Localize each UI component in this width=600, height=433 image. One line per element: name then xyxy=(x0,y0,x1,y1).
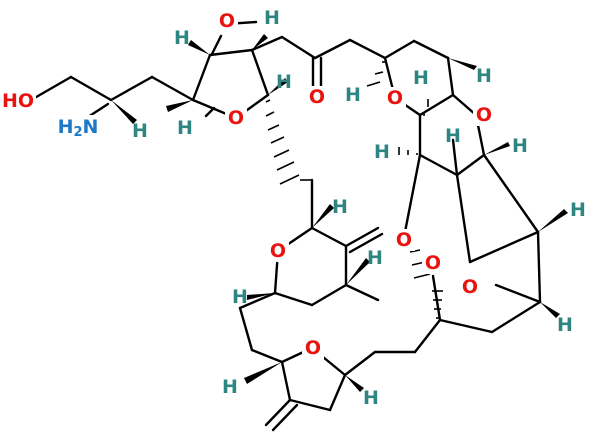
oxygen-atom-bridge-left: O xyxy=(396,229,412,251)
hydrogen-atom: H xyxy=(476,65,492,87)
hydrogen-atom: H xyxy=(557,314,573,336)
hydrogen-atom: H xyxy=(374,141,390,163)
oxygen-atom-ring-b: O xyxy=(476,104,492,126)
amino-subscript: 2 xyxy=(73,125,82,140)
hydrogen-atom: H xyxy=(512,135,528,157)
hydrogen-atom: H xyxy=(264,7,280,29)
amino-group: H2N xyxy=(58,116,99,140)
hydrogen-atom: H xyxy=(174,27,190,49)
hydrogen-atom: H xyxy=(132,120,148,142)
oxygen-atom-thf-top: O xyxy=(228,107,244,129)
amino-n: N xyxy=(83,116,99,138)
oxygen-atom-cage: O xyxy=(462,276,478,298)
hydrogen-atom: H xyxy=(332,196,348,218)
hydrogen-atom: H xyxy=(222,376,238,398)
hydrogen-atom: H xyxy=(363,387,379,409)
hashed-bonds xyxy=(265,61,443,319)
oxygen-atom-ring-a: O xyxy=(387,87,403,109)
hydrogen-atom: H xyxy=(413,67,429,89)
hydroxyl-group: HO xyxy=(2,90,34,112)
hydrogen-atom: H xyxy=(276,71,292,93)
oxygen-atom-pyran: O xyxy=(270,240,286,262)
wedge-bonds xyxy=(111,34,568,392)
hydrogen-atom: H xyxy=(232,286,248,308)
hydrogen-atom: H xyxy=(345,84,361,106)
amino-h: H xyxy=(58,116,74,138)
hydrogen-atom: H xyxy=(445,125,461,147)
hydrogen-atom: H xyxy=(177,117,193,139)
oxygen-atom-methoxy: O xyxy=(219,10,235,32)
oxygen-atom-thf-bottom: O xyxy=(305,337,321,359)
hydrogen-atom: H xyxy=(367,247,383,269)
oxygen-atom-bridge-center: O xyxy=(425,252,441,274)
hydrogen-atom: H xyxy=(570,199,586,221)
atom-labels: O O O O O O O O O O HO H2N H H H H H H H… xyxy=(2,7,586,409)
oxygen-atom-ketone: O xyxy=(309,86,325,108)
